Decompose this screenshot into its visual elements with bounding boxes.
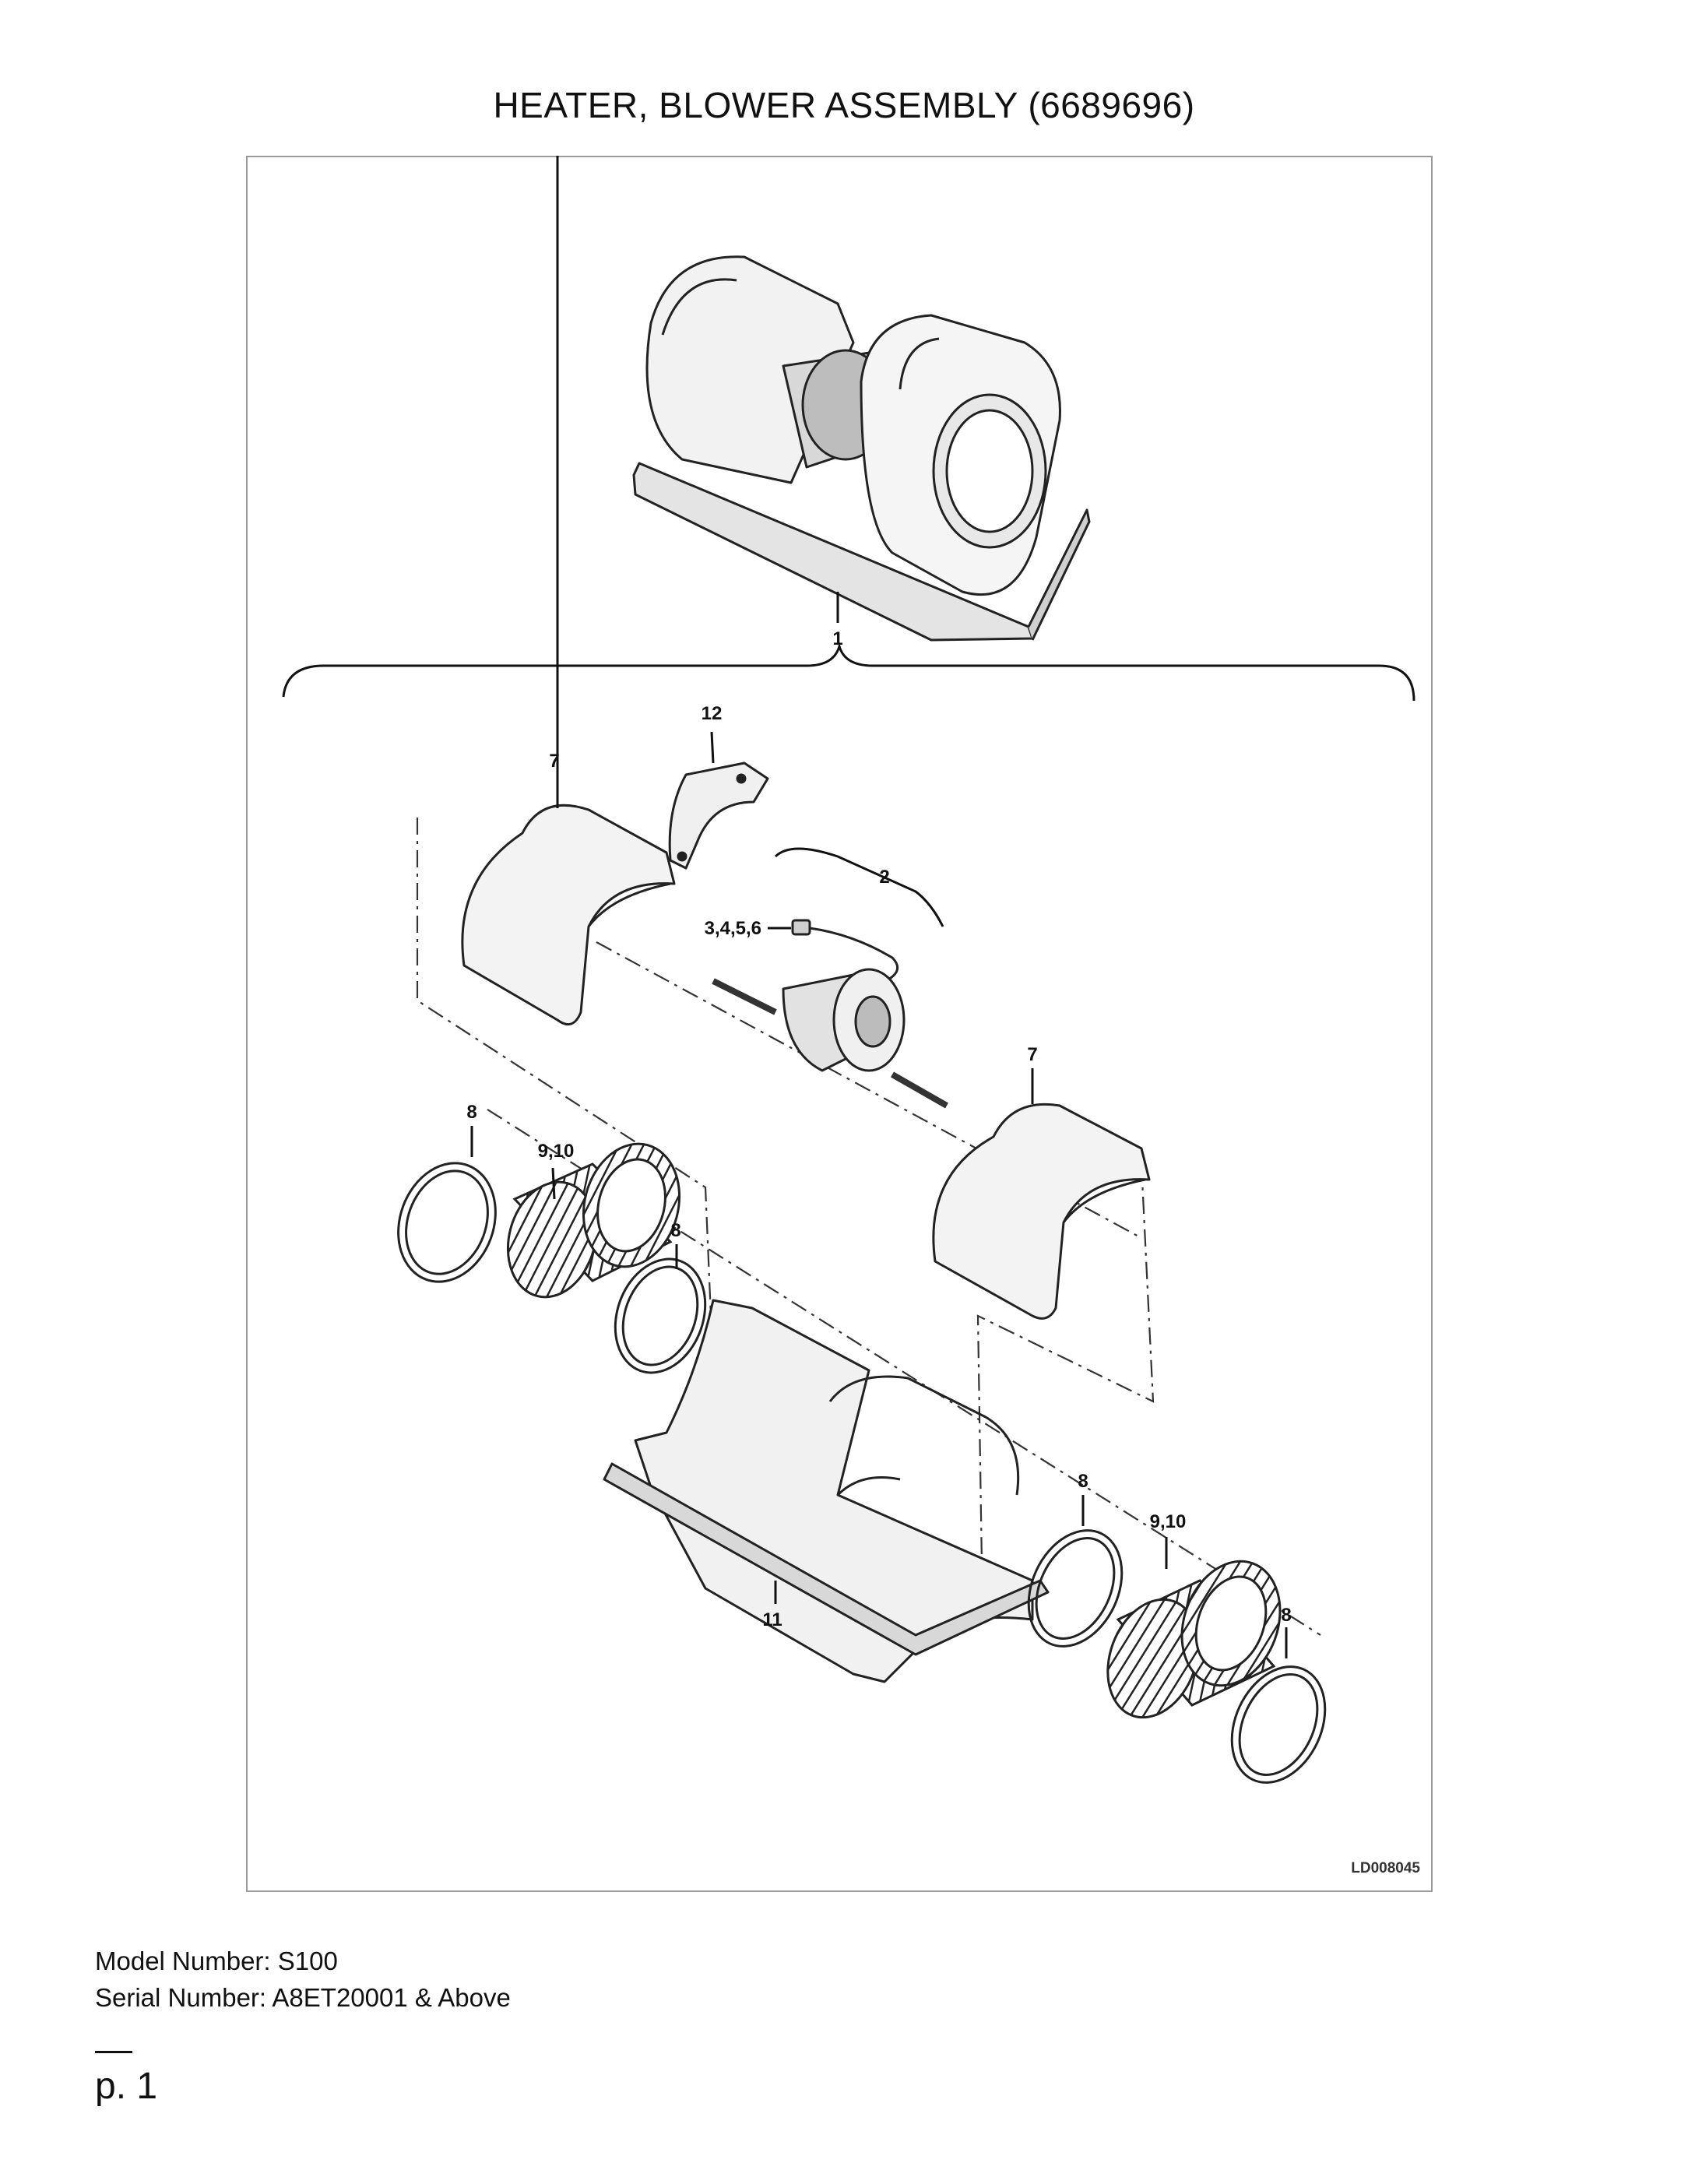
drawing-id: LD008045 <box>1351 1860 1420 1876</box>
seal-ring-4 <box>1230 1665 1327 1784</box>
callout-2: 2 <box>879 867 889 888</box>
wheel-left-leader <box>551 1167 556 1200</box>
callout-8-ring-3: 8 <box>1078 1471 1088 1492</box>
page-title: HEATER, BLOWER ASSEMBLY (6689696) <box>493 85 1195 125</box>
serial-number: Serial Number: A8ET20001 & Above <box>95 1983 511 2012</box>
model-number: Model Number: S100 <box>95 1947 338 1975</box>
clamp-bracket <box>668 761 769 870</box>
assembled-blower-drawing <box>632 255 1091 642</box>
housing-half-right <box>932 1103 1151 1320</box>
motor-connector <box>791 919 899 986</box>
callout-12: 12 <box>702 703 723 724</box>
callout-7-right: 7 <box>1027 1044 1037 1065</box>
callout-9-10-left: 9,10 <box>538 1141 575 1162</box>
blower-motor <box>712 968 948 1109</box>
seal-ring-3 <box>1027 1529 1124 1648</box>
callout-11: 11 <box>762 1609 782 1630</box>
callout-8-ring-1: 8 <box>466 1102 477 1123</box>
blower-wheel-right <box>1106 1560 1282 1719</box>
motor-group-brace <box>774 847 944 927</box>
callout-8-ring-2: 8 <box>670 1220 680 1241</box>
assembly-brace <box>282 592 1415 702</box>
callout-8-ring-4: 8 <box>1281 1605 1291 1626</box>
diagram-frame <box>246 156 1433 1892</box>
housing-half-left <box>461 804 676 1026</box>
base-housing <box>603 1299 1050 1683</box>
callout-9-10-right: 9,10 <box>1150 1511 1187 1532</box>
callout-1: 1 <box>832 628 842 649</box>
seal-ring-1 <box>397 1162 497 1283</box>
page-number: p. 1 <box>95 2066 158 2107</box>
blower-wheel-left <box>506 1142 681 1299</box>
callout-3-4-5-6: 3,4,5,6 <box>705 918 761 939</box>
page-rule <box>95 2051 132 2053</box>
exploded-parts-diagram: 1 12 7 2 3,4,5,6 7 <box>282 156 1420 1876</box>
callout-7-left: 7 <box>549 751 559 772</box>
clamp-leader <box>710 731 715 764</box>
